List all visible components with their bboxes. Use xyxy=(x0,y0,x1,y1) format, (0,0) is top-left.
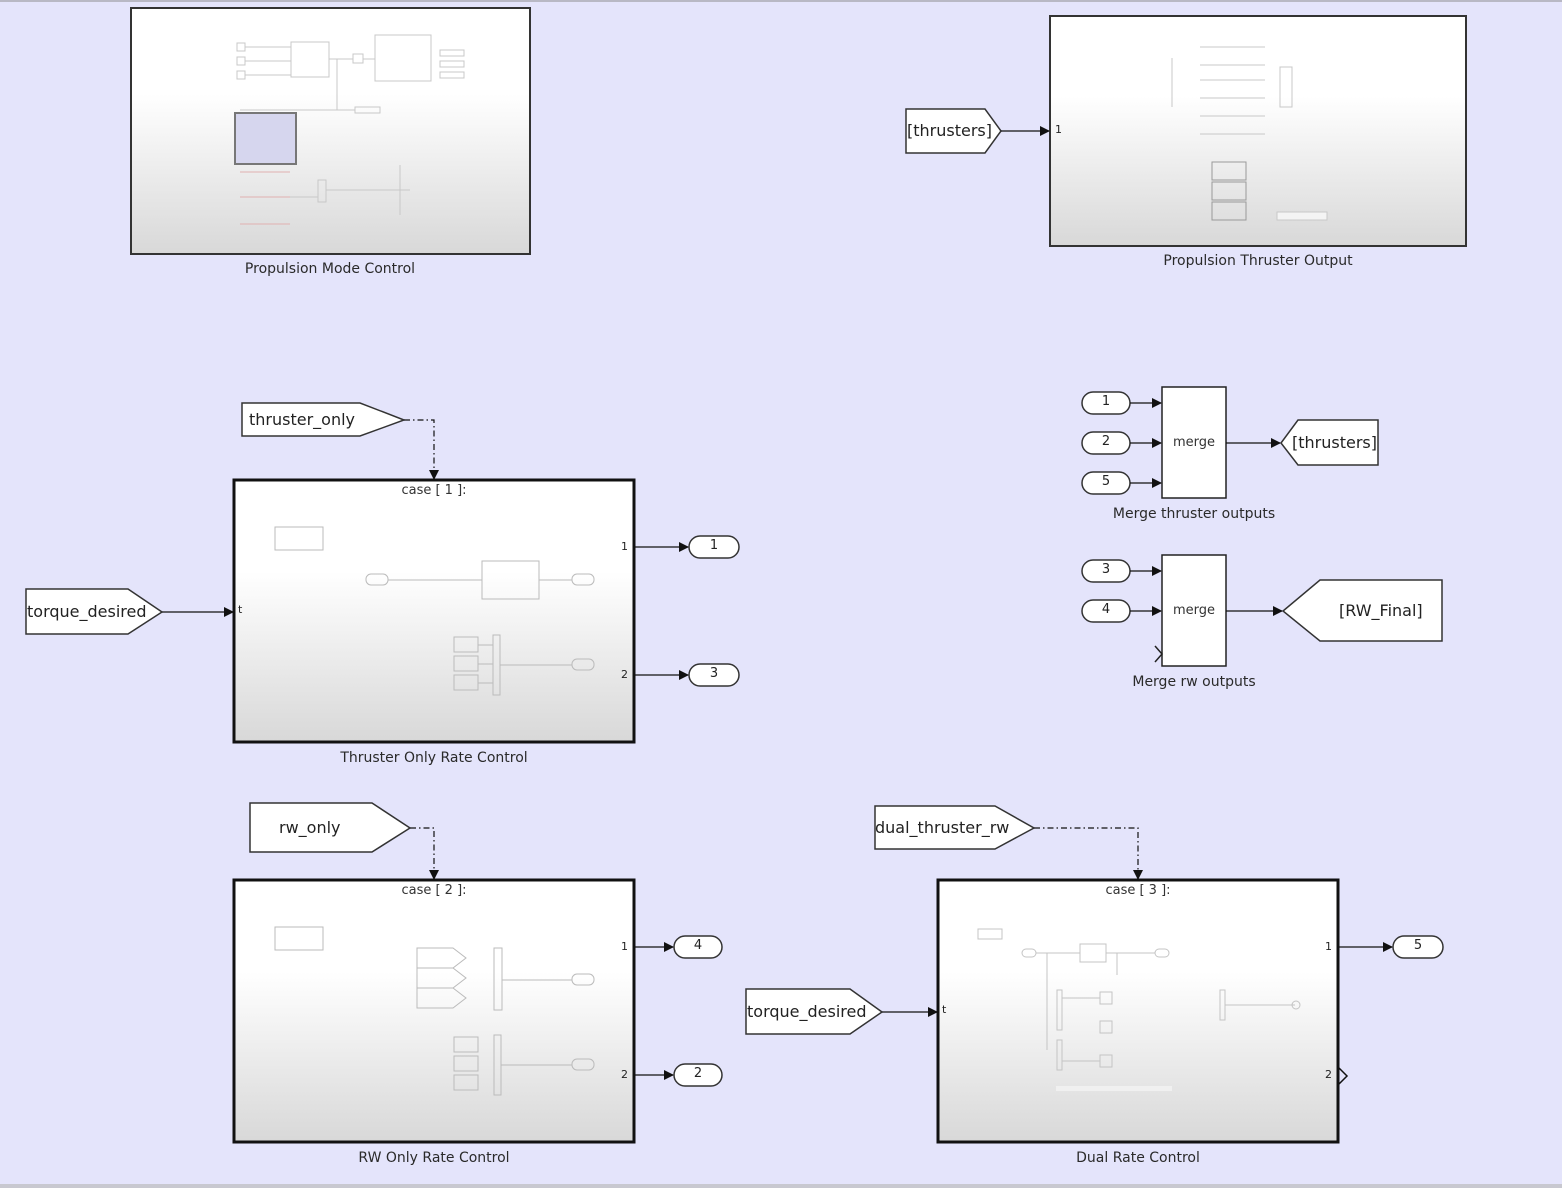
outport-1[interactable] xyxy=(688,535,740,559)
inport-3-number: 3 xyxy=(1101,562,1111,577)
case-3-label: case [ 3 ]: xyxy=(1105,883,1171,898)
subsystem-preview xyxy=(1171,46,1328,221)
from-thrusters-label: [thrusters] xyxy=(907,121,992,140)
propulsion-thruster-output-block[interactable] xyxy=(1049,15,1467,247)
port-label: 1 xyxy=(1055,123,1062,136)
inport-4-number: 4 xyxy=(1101,602,1111,617)
case-1-label: case [ 1 ]: xyxy=(401,483,467,498)
torque-desired-label-1: torque_desired xyxy=(27,602,147,621)
thruster-only-rate-control-block[interactable] xyxy=(232,478,636,744)
port-label: t xyxy=(238,603,243,616)
port-label: 2 xyxy=(621,668,628,681)
outport-4-number: 4 xyxy=(693,938,703,953)
from-rw-only-tag[interactable] xyxy=(249,802,412,853)
goto-thrusters-tag[interactable] xyxy=(1280,419,1379,466)
torque-desired-label-2: torque_desired xyxy=(747,1002,867,1021)
case-2-label: case [ 2 ]: xyxy=(401,883,467,898)
canvas-top-border xyxy=(0,0,1562,2)
subsystem-preview xyxy=(236,34,465,215)
outport-4[interactable] xyxy=(673,935,723,959)
subsystem-preview xyxy=(274,926,595,1096)
unconnected-outport-2[interactable] xyxy=(1338,1067,1349,1085)
subsystem-preview xyxy=(977,928,1301,1091)
action-signal-line[interactable] xyxy=(404,419,439,480)
horizontal-scrollbar[interactable] xyxy=(0,1184,1562,1188)
merge-thruster-label: Merge thruster outputs xyxy=(1112,506,1276,522)
dual-thruster-rw-label: dual_thruster_rw xyxy=(875,818,1010,837)
propulsion-mode-control-label: Propulsion Mode Control xyxy=(244,261,416,277)
outport-2-number: 2 xyxy=(693,1066,703,1081)
dual-rate-control-label: Dual Rate Control xyxy=(1076,1150,1200,1166)
goto-rw-final-tag[interactable] xyxy=(1281,579,1443,642)
port-label: 2 xyxy=(621,1068,628,1081)
port-label: 1 xyxy=(621,540,628,553)
from-torque-desired-tag-1[interactable] xyxy=(25,588,164,635)
outport-1-number: 1 xyxy=(709,538,719,553)
propulsion-mode-control-block[interactable] xyxy=(130,7,531,255)
from-thruster-only-tag[interactable] xyxy=(241,402,407,437)
propulsion-thruster-output-label: Propulsion Thruster Output xyxy=(1163,253,1353,269)
outport-3-number: 3 xyxy=(709,666,719,681)
merge-rw-label: Merge rw outputs xyxy=(1132,674,1256,690)
outport-3[interactable] xyxy=(688,663,740,687)
inport-1-number: 1 xyxy=(1101,394,1111,409)
outport-5[interactable] xyxy=(1392,935,1444,959)
merge-thruster-block[interactable] xyxy=(1161,386,1227,499)
action-signal-line[interactable] xyxy=(1034,827,1143,880)
from-thrusters-tag[interactable] xyxy=(905,108,1002,154)
thruster-only-label: thruster_only xyxy=(249,410,356,429)
dual-rate-control-block[interactable] xyxy=(936,878,1340,1144)
from-torque-desired-tag-2[interactable] xyxy=(745,988,884,1035)
port-label: 1 xyxy=(1325,940,1332,953)
port-label: t xyxy=(942,1003,947,1016)
inport-5-number: 5 xyxy=(1101,474,1111,489)
outport-2[interactable] xyxy=(673,1063,723,1087)
port-label: 1 xyxy=(621,940,628,953)
rw-only-rate-control-block[interactable] xyxy=(232,878,636,1144)
rw-only-label: rw_only xyxy=(279,818,341,837)
inport-2-number: 2 xyxy=(1101,434,1111,449)
outport-5-number: 5 xyxy=(1413,938,1423,953)
merge-thruster-text: merge xyxy=(1172,435,1216,450)
goto-rw-final-label: [RW_Final] xyxy=(1339,601,1423,620)
rw-only-rate-control-label: RW Only Rate Control xyxy=(358,1150,510,1166)
from-dual-thruster-rw-tag[interactable] xyxy=(874,805,1036,850)
action-signal-line[interactable] xyxy=(410,827,439,880)
thruster-only-rate-control-label: Thruster Only Rate Control xyxy=(340,750,528,766)
merge-rw-text: merge xyxy=(1172,603,1216,618)
port-label: 2 xyxy=(1325,1068,1332,1081)
goto-thrusters-label: [thrusters] xyxy=(1292,433,1377,452)
subsystem-preview xyxy=(274,526,595,696)
